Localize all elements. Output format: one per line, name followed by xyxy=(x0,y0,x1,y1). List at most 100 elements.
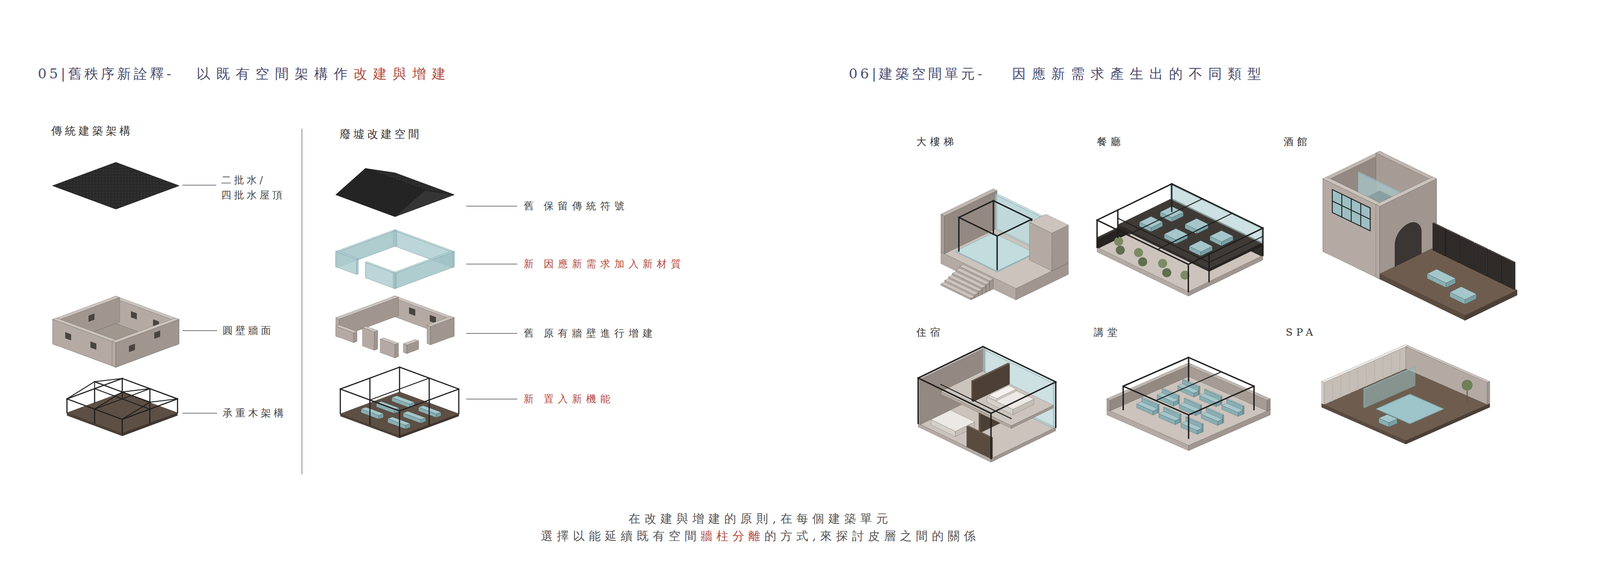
block-face xyxy=(1487,249,1502,256)
block-face xyxy=(335,296,399,320)
frame-member xyxy=(369,378,371,403)
block-face xyxy=(393,250,455,274)
mullion xyxy=(1332,201,1371,220)
frame-member xyxy=(150,399,178,403)
section-title: 06|建築空間單元- xyxy=(848,65,985,83)
block-face xyxy=(52,296,120,321)
frame-member xyxy=(93,381,95,389)
curtain-fold xyxy=(1391,353,1393,376)
block-face xyxy=(1158,404,1160,414)
frame-member xyxy=(982,346,1056,383)
frame-member xyxy=(1096,183,1172,220)
block-face xyxy=(1459,235,1475,243)
curtain-fold xyxy=(1357,367,1359,390)
block-face xyxy=(112,317,180,343)
frame-member xyxy=(122,402,151,420)
block-face xyxy=(1189,240,1213,253)
frame-member xyxy=(958,217,960,252)
block-face xyxy=(1514,262,1516,291)
frame-member xyxy=(458,389,460,414)
block-face xyxy=(940,214,945,255)
block-face xyxy=(394,342,399,359)
block-face xyxy=(918,378,921,425)
divider-line xyxy=(301,128,303,475)
unit-label: SPA xyxy=(1285,326,1317,339)
frame-member xyxy=(992,200,995,235)
frame-member xyxy=(399,410,401,436)
block-face xyxy=(1106,363,1193,401)
part-label: 二批水/ 四批水屋頂 xyxy=(221,172,290,203)
block-face xyxy=(1029,214,1069,234)
section-subtitle-highlight: 改建與增建 xyxy=(353,65,452,83)
block-face xyxy=(115,319,180,368)
unit-label: 酒館 xyxy=(1283,135,1311,149)
frame-member xyxy=(1188,357,1190,381)
plant-stem xyxy=(1466,391,1468,403)
block-face xyxy=(1198,386,1200,395)
block-face xyxy=(387,416,411,426)
block-face xyxy=(1158,411,1181,421)
frame-member xyxy=(918,346,983,379)
block-face xyxy=(1202,423,1204,433)
frame-member xyxy=(121,378,124,393)
block-face xyxy=(1376,176,1437,207)
unit-bar xyxy=(1322,150,1517,321)
block-face xyxy=(52,319,116,368)
frame-member xyxy=(1188,228,1263,265)
plant xyxy=(1461,379,1473,391)
curtain-fold xyxy=(1374,360,1376,383)
block-face xyxy=(1322,178,1380,280)
block-face xyxy=(112,296,180,321)
frame-member xyxy=(93,388,96,403)
unit-label: 講堂 xyxy=(1093,326,1122,339)
block-face xyxy=(1376,204,1380,280)
frame-member xyxy=(1253,386,1255,410)
block-face xyxy=(1376,150,1437,181)
gable-roof xyxy=(335,168,455,217)
block-face xyxy=(1164,228,1188,240)
leader-line xyxy=(466,332,518,334)
frame-member xyxy=(121,419,124,433)
unit-label: 住宿 xyxy=(916,326,944,339)
frame-member xyxy=(991,381,1056,414)
frame-member xyxy=(1157,213,1233,250)
block-face xyxy=(1179,414,1182,423)
frame-member xyxy=(1188,386,1254,416)
block-face xyxy=(376,401,399,410)
frame-member xyxy=(1262,228,1264,256)
glass-walls xyxy=(335,229,455,289)
block-face xyxy=(403,343,407,354)
block-face xyxy=(1427,269,1456,283)
window-opening xyxy=(65,332,71,341)
existing-walls xyxy=(335,296,455,359)
block-face xyxy=(335,250,359,260)
block-face xyxy=(426,325,431,345)
frame-member xyxy=(958,217,998,237)
block-face xyxy=(966,425,993,439)
window-glass xyxy=(1332,189,1371,232)
block-face xyxy=(1222,414,1224,424)
old-marker: 舊 xyxy=(523,199,538,213)
part-label: 承重木架構 xyxy=(222,406,287,420)
section-subtitle: 以既有空間架構作 xyxy=(196,65,354,83)
block-face xyxy=(1364,367,1416,408)
frame-member xyxy=(94,378,123,382)
block-face xyxy=(989,385,1017,399)
plant xyxy=(1137,257,1148,267)
block-face xyxy=(1446,229,1461,237)
block-face xyxy=(955,233,1035,272)
block-face xyxy=(940,281,975,299)
unit-spa xyxy=(1321,344,1491,445)
frame-member xyxy=(1155,371,1221,401)
curtain-fold xyxy=(1399,349,1401,372)
frame-member xyxy=(399,367,401,392)
window-opening xyxy=(129,343,136,353)
old-marker: 舊 xyxy=(523,327,538,340)
plant xyxy=(1114,236,1124,246)
block-face xyxy=(918,346,986,380)
frame-member xyxy=(428,400,431,425)
window-opening xyxy=(90,341,97,350)
frame-member xyxy=(958,200,994,218)
unit-lodging xyxy=(918,346,1056,463)
block-face xyxy=(1322,150,1384,181)
